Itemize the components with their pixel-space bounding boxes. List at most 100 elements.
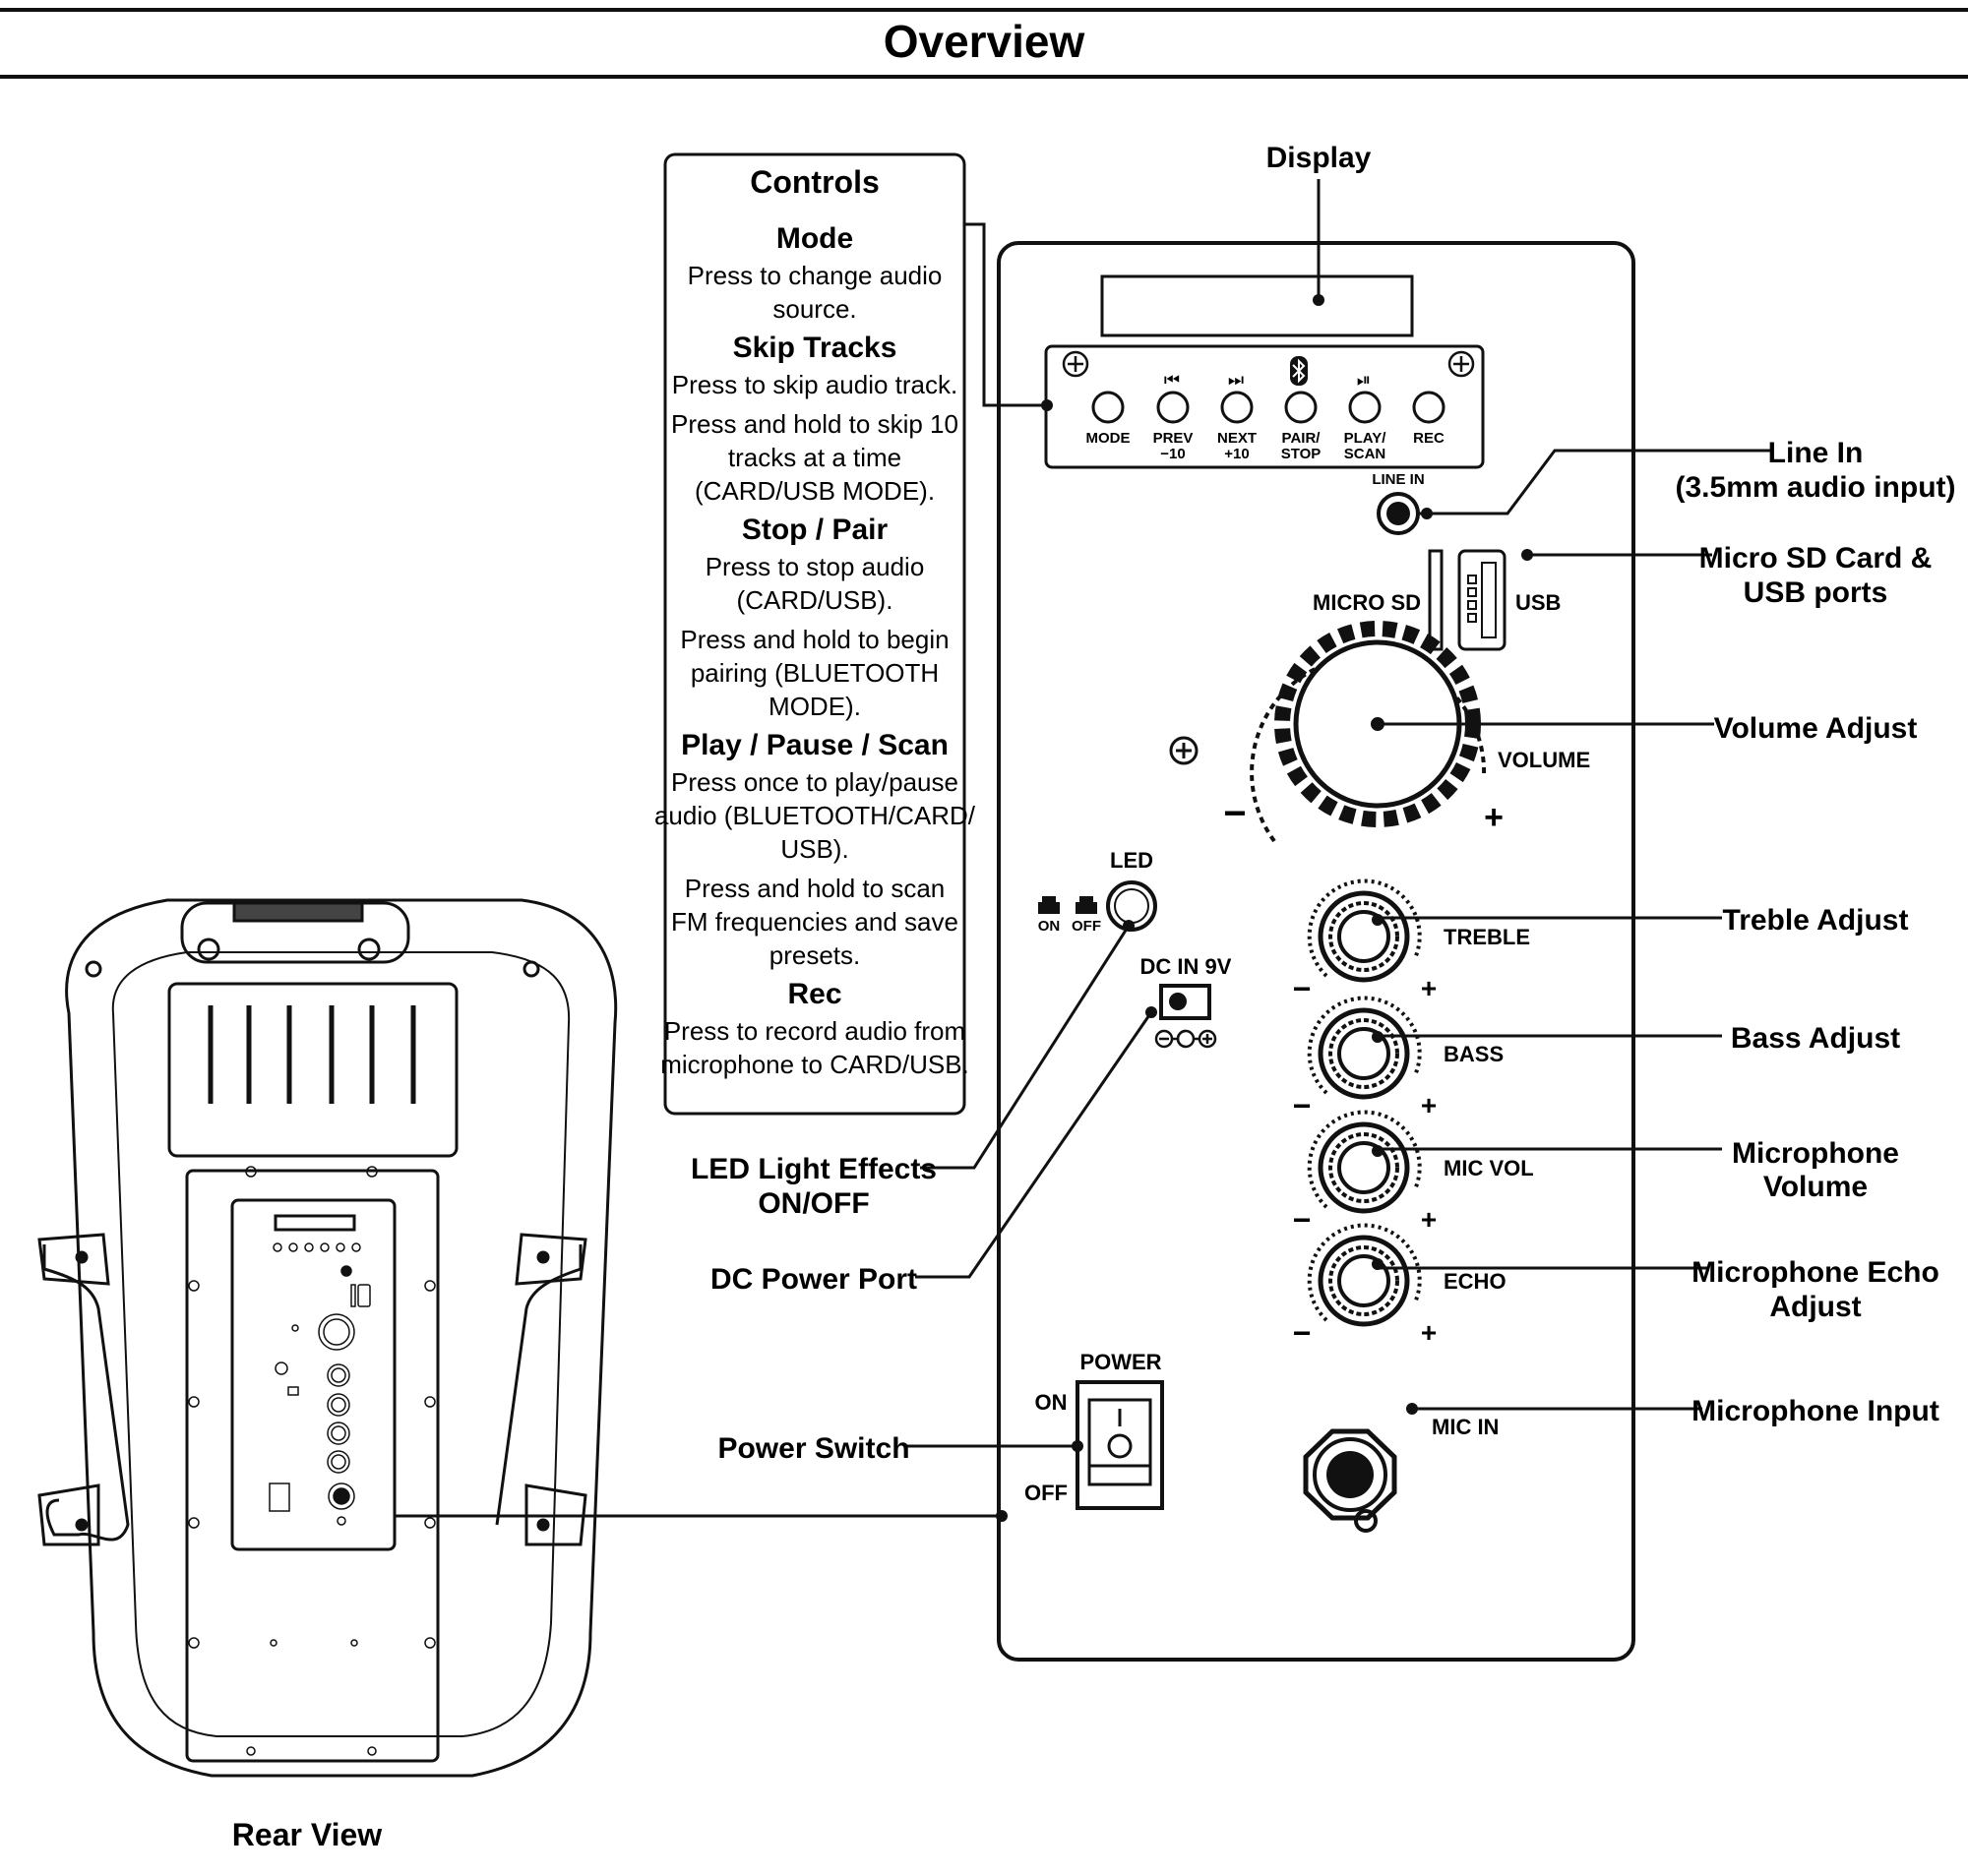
line-in-label: LINE IN: [1372, 471, 1424, 488]
led-on-icon-top: [1042, 896, 1056, 904]
sd-usb-callout-dot: [1521, 549, 1533, 561]
panel-button-3[interactable]: [1220, 391, 1254, 424]
controls-section-line: tracks at a time: [728, 443, 901, 472]
mic-in-jack[interactable]: [1326, 1451, 1374, 1498]
plus-screw-icon: [1169, 736, 1199, 765]
line-in-callout-sub: (3.5mm audio input): [1676, 471, 1956, 504]
panel-button-1[interactable]: [1091, 391, 1125, 424]
panel-button-label: REC: [1413, 430, 1445, 447]
controls-section-title: Skip Tracks: [733, 332, 897, 364]
knob-label: TREBLE: [1444, 925, 1530, 949]
controls-section-line: source.: [772, 294, 856, 324]
knob-minus: −: [1293, 971, 1312, 1006]
led-callout-line: [920, 925, 1131, 1170]
plus-screw-right-icon: [1447, 350, 1475, 378]
knob-indicator-dot: [1372, 914, 1384, 926]
dc-in-hole: [1169, 993, 1187, 1010]
led-callout-title: LED Light Effects: [691, 1153, 937, 1185]
knob-scale-ring: [1307, 1110, 1422, 1209]
controls-section-line: audio (BLUETOOTH/CARD/: [654, 801, 976, 830]
line-in-jack[interactable]: [1377, 492, 1420, 535]
mic-vol-callout-sub: Volume: [1763, 1171, 1868, 1203]
panel-button-label: PAIR/: [1282, 430, 1322, 447]
led-on-label: ON: [1038, 918, 1061, 935]
knob-minus: −: [1293, 1315, 1312, 1351]
line-in-callout-dot: [1421, 508, 1433, 519]
controls-section-line: Press to record audio from: [664, 1016, 965, 1046]
line-in-callout-line: [1419, 449, 1771, 515]
control-panel: [997, 241, 1635, 1662]
dc-callout-line: [915, 1011, 1153, 1279]
usb-label: USB: [1515, 590, 1561, 615]
knob-grip: [1328, 1132, 1399, 1203]
controls-section-line: (CARD/USB MODE).: [695, 476, 935, 506]
led-off-icon-top: [1079, 896, 1093, 904]
mic-in-nut: [1303, 1428, 1397, 1521]
controls-section-line: MODE).: [769, 692, 861, 721]
knob-scale-ring: [1307, 996, 1422, 1095]
controls-section-line: FM frequencies and save: [671, 907, 958, 937]
controls-section-line: Press and hold to scan: [685, 874, 946, 903]
controls-connector: [964, 222, 1047, 407]
mic-in-callout: Microphone Input: [1691, 1395, 1939, 1427]
rear-view-caption: Rear View: [232, 1817, 383, 1852]
led-callout-sub: ON/OFF: [758, 1187, 869, 1220]
power-label: POWER: [1079, 1350, 1161, 1374]
button-strip: [1044, 344, 1485, 469]
power-switch-rocker: [1087, 1464, 1152, 1486]
line-in-jack-hole: [1386, 502, 1410, 525]
controls-section-title: Stop / Pair: [742, 514, 889, 546]
dc-in-port[interactable]: [1159, 984, 1211, 1020]
dc-polarity-icon: [1154, 1029, 1217, 1049]
plus-screw-left-icon: [1062, 350, 1089, 378]
usb-port[interactable]: [1457, 549, 1507, 651]
led-label: LED: [1110, 848, 1153, 873]
knob-grip: [1328, 1245, 1399, 1316]
led-off-label: OFF: [1072, 918, 1101, 935]
micro-sd-slot[interactable]: [1428, 549, 1444, 651]
panel-button-6[interactable]: [1412, 391, 1445, 424]
controls-section-line: Press and hold to skip 10: [671, 409, 958, 439]
panel-button-sublabel: STOP: [1281, 446, 1322, 462]
sd-usb-callout-title: Micro SD Card &: [1699, 542, 1933, 575]
power-on-label: ON: [1035, 1390, 1068, 1415]
knob-plus: +: [1421, 1317, 1437, 1348]
panel-button-2[interactable]: [1156, 391, 1190, 424]
panel-button-label: NEXT: [1217, 430, 1257, 447]
knob-label: MIC VOL: [1444, 1156, 1534, 1180]
knob-minus: −: [1293, 1088, 1312, 1123]
panel-button-sublabel: SCAN: [1344, 446, 1386, 462]
controls-section-line: (CARD/USB).: [737, 585, 893, 615]
volume-callout: Volume Adjust: [1714, 712, 1918, 745]
next-track-icon: ⏭: [1228, 370, 1244, 391]
controls-section-title: Mode: [776, 222, 853, 255]
panel-button-sublabel: +10: [1224, 446, 1249, 462]
panel-button-label: PLAY/: [1344, 430, 1387, 447]
display-screen: [1100, 274, 1414, 337]
controls-section-line: Press and hold to begin: [680, 625, 949, 654]
volume-label: VOLUME: [1498, 748, 1590, 772]
dc-callout: DC Power Port: [710, 1263, 917, 1296]
bass-callout: Bass Adjust: [1731, 1022, 1900, 1055]
knob-plus: +: [1421, 973, 1437, 1003]
prev-track-icon: ⏮: [1164, 370, 1180, 391]
controls-section-title: Rec: [787, 978, 841, 1010]
controls-section-line: Press to skip audio track.: [672, 370, 957, 399]
knob-scale-ring: [1307, 878, 1422, 978]
treble-callout: Treble Adjust: [1723, 904, 1909, 937]
line-in-callout-title: Line In: [1768, 437, 1864, 469]
power-off-mark: [1107, 1433, 1133, 1459]
led-button-inner: [1114, 888, 1149, 924]
mic-in-label: MIC IN: [1432, 1415, 1499, 1439]
panel-button-5[interactable]: [1348, 391, 1382, 424]
knob-label: BASS: [1444, 1042, 1504, 1066]
panel-button-4[interactable]: [1284, 391, 1318, 424]
led-off-icon: [1076, 902, 1097, 914]
controls-heading: Controls: [750, 164, 880, 200]
bluetooth-icon: [1290, 356, 1308, 386]
controls-section-line: pairing (BLUETOOTH: [691, 658, 939, 688]
controls-section-line: USB).: [780, 834, 848, 864]
knob-label: ECHO: [1444, 1269, 1507, 1294]
